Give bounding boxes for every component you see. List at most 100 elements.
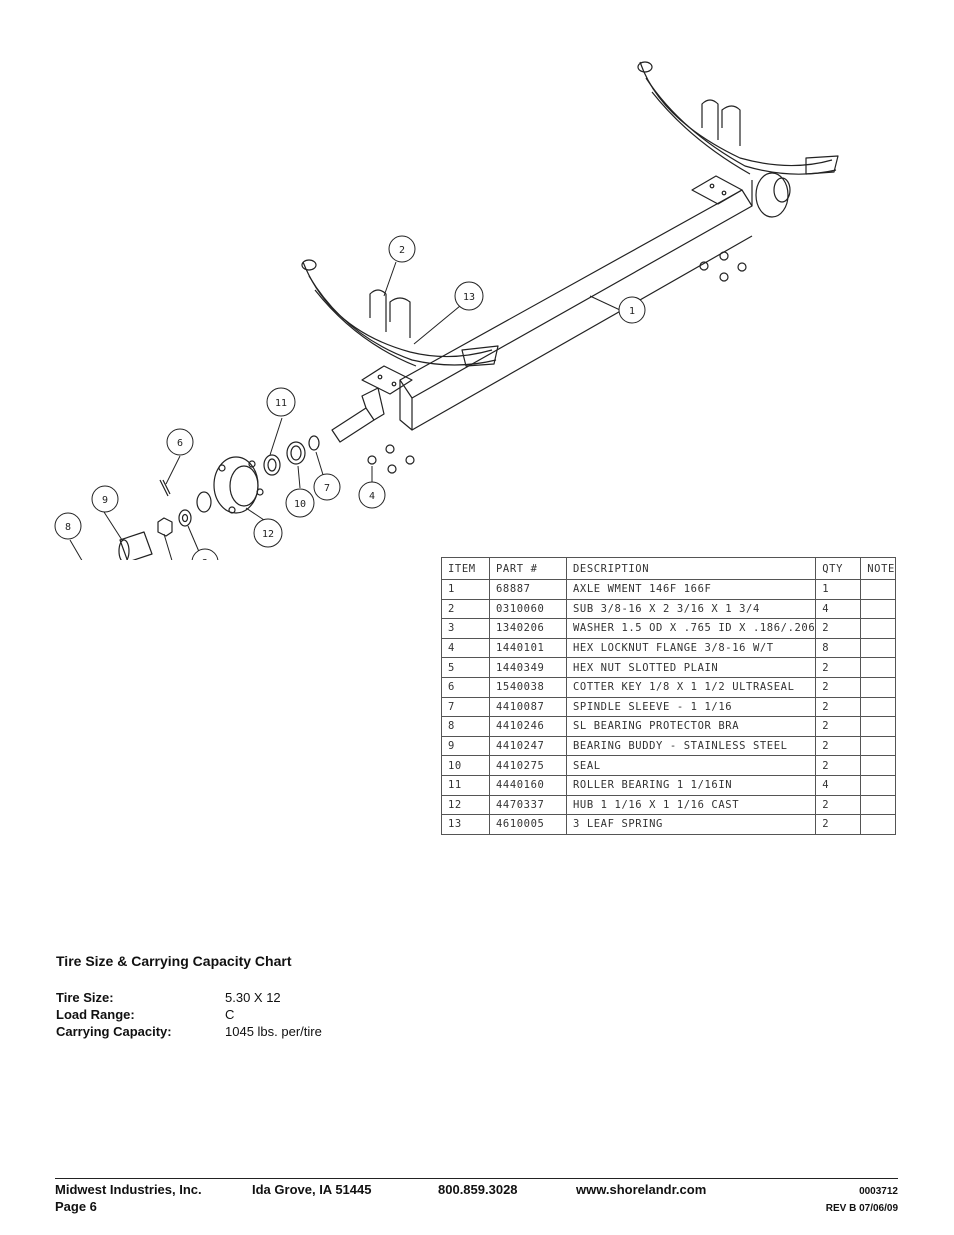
cell-note bbox=[860, 657, 896, 678]
cell-item-number: 6 bbox=[441, 676, 490, 698]
cell-part-number: 1440349 bbox=[489, 657, 567, 678]
tire-chart-title: Tire Size & Carrying Capacity Chart bbox=[56, 953, 292, 969]
cell-description: BEARING BUDDY - STAINLESS STEEL bbox=[565, 735, 817, 757]
cell-part-number: 4610005 bbox=[489, 814, 567, 835]
cell-part-number: 1540038 bbox=[489, 676, 567, 698]
exploded-axle-diagram: 2 13 1 11 6 9 8 5 3 12 10 7 4 bbox=[54, 61, 839, 560]
cell-description: SEAL bbox=[565, 755, 817, 776]
footer-doc-number: 0003712 bbox=[859, 1186, 898, 1197]
cell-quantity: 2 bbox=[815, 716, 862, 737]
callout-3: 3 bbox=[191, 548, 219, 560]
cell-note bbox=[860, 579, 896, 600]
svg-text:7: 7 bbox=[324, 483, 330, 494]
callout-11: 11 bbox=[266, 387, 296, 417]
seal bbox=[286, 441, 306, 465]
cell-note bbox=[860, 794, 896, 816]
svg-text:2: 2 bbox=[399, 245, 405, 256]
cell-quantity: 2 bbox=[815, 657, 862, 678]
cell-part-number: 4410275 bbox=[489, 755, 567, 776]
slotted-nut bbox=[157, 517, 173, 537]
callout-1: 1 bbox=[618, 296, 646, 324]
cell-description: COTTER KEY 1/8 X 1 1/2 ULTRASEAL bbox=[565, 676, 817, 698]
carrying-capacity-value: 1045 lbs. per/tire bbox=[225, 1024, 322, 1039]
cell-note bbox=[860, 618, 896, 639]
load-range-label: Load Range: bbox=[56, 1007, 135, 1022]
cell-part-number: 1440101 bbox=[489, 637, 567, 659]
col-note: NOTE bbox=[860, 557, 896, 580]
callout-4: 4 bbox=[358, 481, 386, 509]
callout-leaders bbox=[69, 261, 621, 560]
col-description: DESCRIPTION bbox=[565, 557, 817, 580]
spindle bbox=[331, 407, 375, 443]
cell-part-number: 4410247 bbox=[489, 735, 567, 757]
svg-text:4: 4 bbox=[369, 491, 375, 502]
svg-text:1: 1 bbox=[629, 306, 635, 317]
svg-text:6: 6 bbox=[177, 438, 183, 449]
cell-description: HEX LOCKNUT FLANGE 3/8-16 W/T bbox=[565, 637, 817, 659]
svg-text:8: 8 bbox=[65, 522, 71, 533]
footer-phone: 800.859.3028 bbox=[438, 1182, 518, 1197]
cell-item-number: 8 bbox=[441, 716, 490, 737]
tire-size-label: Tire Size: bbox=[56, 990, 114, 1005]
axle-beam bbox=[399, 180, 753, 431]
callout-8: 8 bbox=[54, 512, 82, 540]
load-range-value: C bbox=[225, 1007, 235, 1022]
cell-quantity: 2 bbox=[815, 794, 862, 816]
cell-description: HEX NUT SLOTTED PLAIN bbox=[565, 657, 817, 678]
cell-description: SUB 3/8-16 X 2 3/16 X 1 3/4 bbox=[565, 598, 817, 620]
cell-description: SPINDLE SLEEVE - 1 1/16 bbox=[565, 696, 817, 718]
cell-item-number: 4 bbox=[441, 637, 490, 659]
near-mounting-plate bbox=[361, 365, 413, 395]
callout-10: 10 bbox=[285, 488, 315, 518]
cell-quantity: 2 bbox=[815, 618, 862, 639]
cell-item-number: 9 bbox=[441, 735, 490, 757]
carrying-capacity-label: Carrying Capacity: bbox=[56, 1024, 172, 1039]
callout-2: 2 bbox=[388, 235, 416, 263]
cell-quantity: 4 bbox=[815, 598, 862, 620]
callout-9: 9 bbox=[91, 485, 119, 513]
footer-rule bbox=[55, 1178, 898, 1179]
cell-note bbox=[860, 755, 896, 776]
cell-quantity: 2 bbox=[815, 696, 862, 718]
cell-item-number: 7 bbox=[441, 696, 490, 718]
footer-city: Ida Grove, IA 51445 bbox=[252, 1182, 372, 1197]
svg-text:3: 3 bbox=[202, 558, 208, 560]
far-hub bbox=[755, 172, 789, 218]
cell-note bbox=[860, 716, 896, 737]
cell-note bbox=[860, 676, 896, 698]
far-leaf-spring bbox=[637, 61, 839, 175]
inner-roller-bearing bbox=[263, 454, 281, 476]
hex-locknuts bbox=[367, 251, 747, 474]
cell-quantity: 2 bbox=[815, 676, 862, 698]
cell-part-number: 1340206 bbox=[489, 618, 567, 639]
cell-description: HUB 1 1/16 X 1 1/16 CAST bbox=[565, 794, 817, 816]
cell-part-number: 68887 bbox=[489, 579, 567, 600]
svg-text:10: 10 bbox=[294, 499, 306, 510]
cell-note bbox=[860, 696, 896, 718]
cell-description: ROLLER BEARING 1 1/16IN bbox=[565, 774, 817, 796]
hub bbox=[213, 456, 264, 514]
cell-note bbox=[860, 598, 896, 620]
footer-page-number: Page 6 bbox=[55, 1199, 97, 1214]
cell-note bbox=[860, 814, 896, 835]
cell-part-number: 4470337 bbox=[489, 794, 567, 816]
footer-website[interactable]: www.shorelandr.com bbox=[576, 1182, 707, 1197]
svg-text:11: 11 bbox=[275, 398, 287, 409]
far-mounting-plate bbox=[691, 175, 743, 205]
callout-6: 6 bbox=[166, 428, 194, 456]
cell-part-number: 4410246 bbox=[489, 716, 567, 737]
far-u-bolts bbox=[701, 99, 741, 146]
bearing-buddy bbox=[119, 531, 153, 560]
cell-description: SL BEARING PROTECTOR BRA bbox=[565, 716, 817, 737]
near-leaf-spring bbox=[301, 259, 499, 367]
cell-note bbox=[860, 735, 896, 757]
